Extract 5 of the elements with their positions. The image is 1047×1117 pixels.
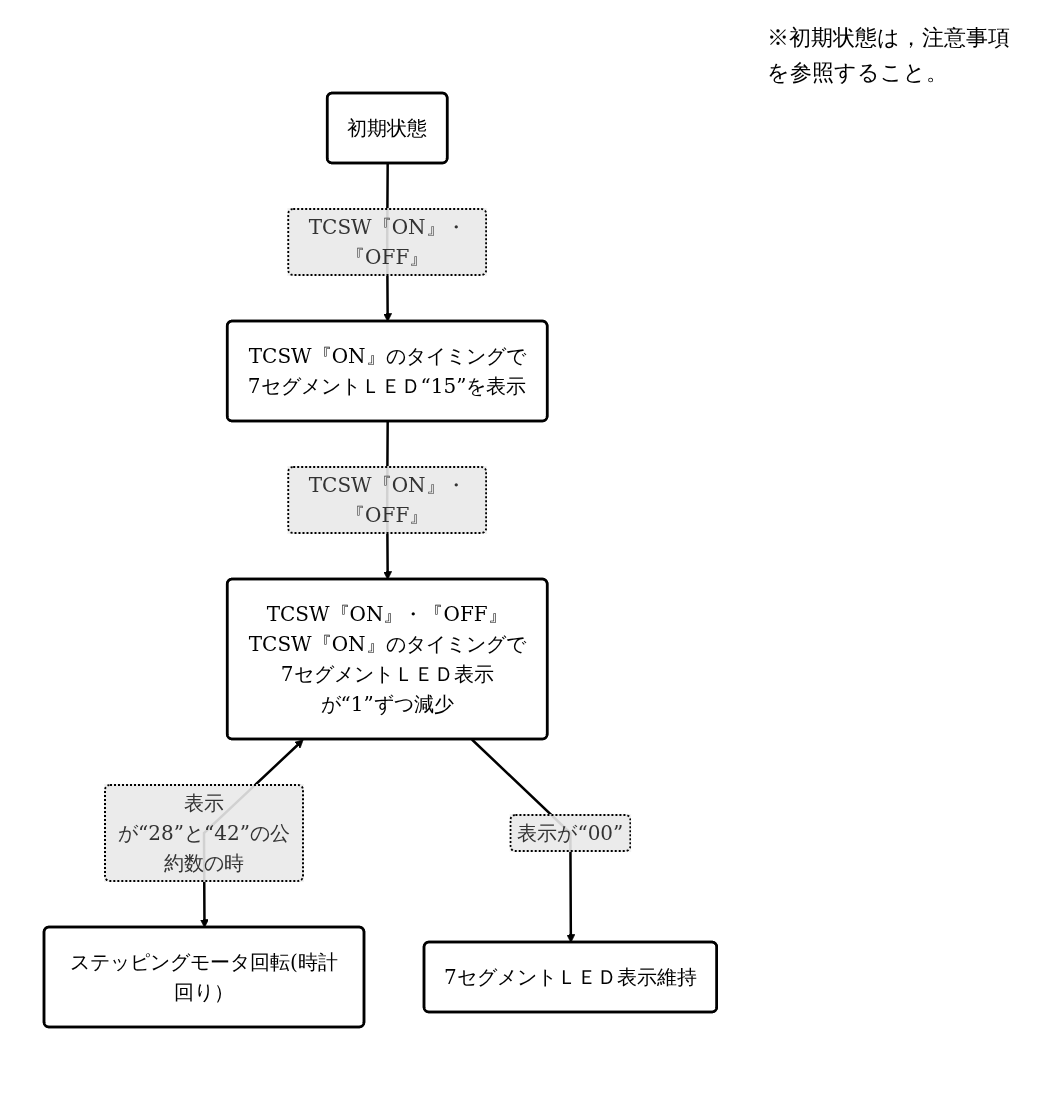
edge-label: TCSW『ON』・『OFF』 (308, 215, 466, 269)
edge-label: 表示が“00” (517, 821, 623, 845)
edge-label: 表示が“28”と“42”の公約数の時 (117, 791, 290, 875)
note-text: ※初期状態は，注意事項を参照すること。 (767, 24, 1011, 88)
edge-label: TCSW『ON』・『OFF』 (308, 473, 466, 527)
